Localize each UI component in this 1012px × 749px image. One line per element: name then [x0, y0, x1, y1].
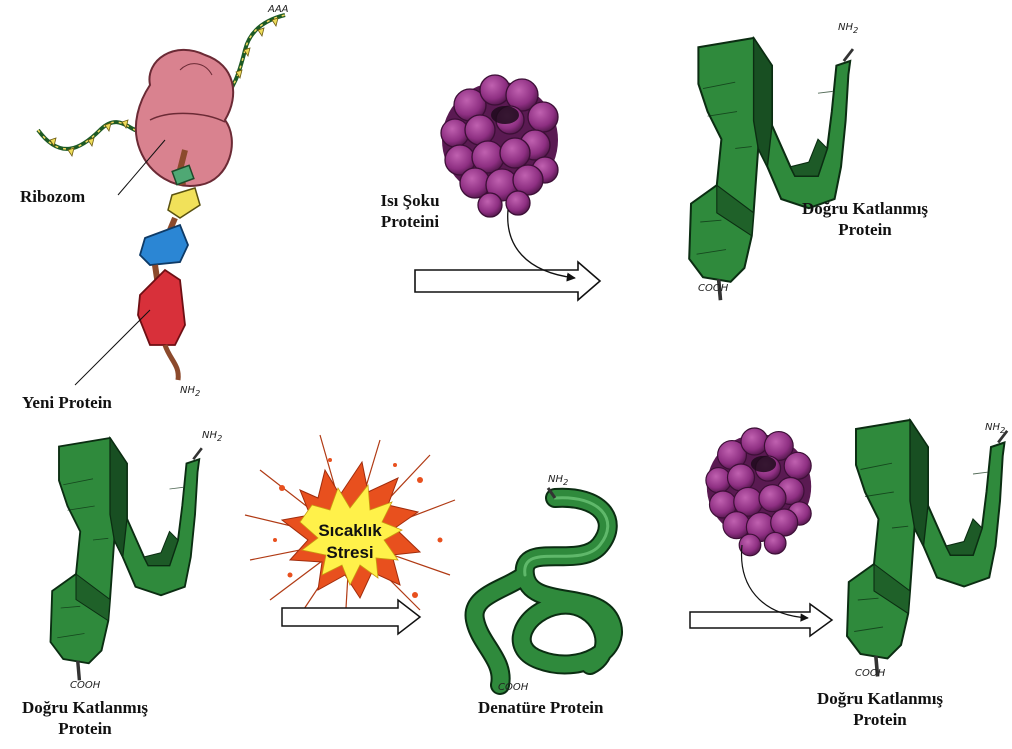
cooh-label-bottom-left: COOH	[70, 680, 100, 691]
folded-protein-bottom-left	[51, 438, 202, 680]
stress-process-arrow	[282, 600, 420, 634]
label-sicaklik-line2: Stresi	[310, 542, 390, 564]
nh2-label-denatured: NH2	[548, 474, 568, 487]
label-dogru-br-line1: Doğru Katlanmış	[795, 688, 965, 709]
label-sicaklik-line1: Sıcaklık	[310, 520, 390, 542]
label-dogru-bl-line1: Doğru Katlanmış	[5, 697, 165, 718]
label-dogru-top-line1: Doğru Katlanmış	[785, 198, 945, 219]
folded-protein-top	[689, 38, 853, 300]
label-ribozom: Ribozom	[20, 186, 85, 207]
label-denature-protein: Denatüre Protein	[478, 697, 603, 718]
label-dogru-top-line2: Protein	[785, 219, 945, 240]
folded-protein-bottom-right	[847, 420, 1007, 677]
label-dogru-br-line2: Protein	[795, 709, 965, 730]
cooh-label-denatured: COOH	[498, 682, 528, 693]
label-dogru-katlanmis-bottom-right: Doğru Katlanmış Protein	[795, 688, 965, 730]
denatured-protein	[475, 488, 613, 685]
nh2-label-new-protein: NH2	[180, 385, 200, 398]
label-isi-soku-proteini: Isı Şoku Proteini	[360, 190, 460, 232]
nh2-label-top: NH2	[838, 22, 858, 35]
label-isi-soku-line2: Proteini	[360, 211, 460, 232]
label-dogru-katlanmis-top: Doğru Katlanmış Protein	[785, 198, 945, 240]
cooh-label-bottom-right: COOH	[855, 668, 885, 679]
label-isi-soku-line1: Isı Şoku	[360, 190, 460, 211]
label-dogru-bl-line2: Protein	[5, 718, 165, 739]
nh2-label-bottom-right: NH2	[985, 422, 1005, 435]
heat-shock-protein-bottom	[706, 428, 811, 556]
bottom-process-arrow	[690, 545, 832, 636]
label-sicaklik-stresi: Sıcaklık Stresi	[310, 520, 390, 564]
cooh-label-top: COOH	[698, 283, 728, 294]
nh2-label-bottom-left: NH2	[202, 430, 222, 443]
label-yeni-protein: Yeni Protein	[22, 392, 112, 413]
label-dogru-katlanmis-bottom-left: Doğru Katlanmış Protein	[5, 697, 165, 739]
poly-a-tail-label: AAA	[268, 4, 289, 15]
